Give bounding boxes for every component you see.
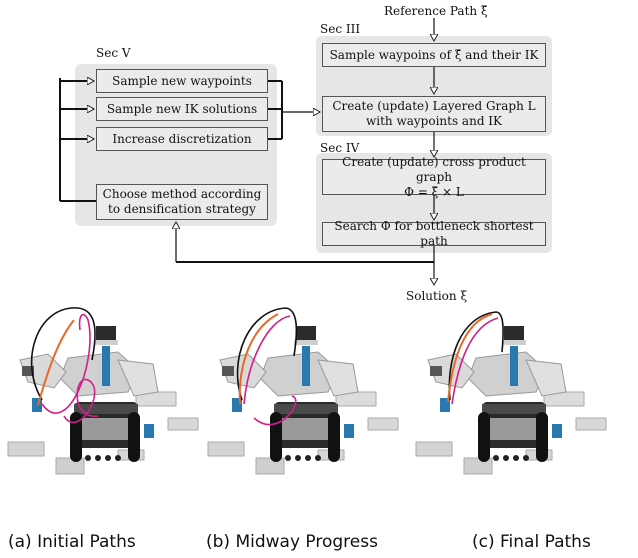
sec-iv-title: Sec IV	[320, 141, 360, 155]
sec-v-title: Sec V	[96, 46, 131, 60]
sample-waypoints-ik-box: Sample waypoins of ξ̄ and their IK	[322, 43, 546, 67]
increase-discretization-box: Increase discretization	[96, 127, 268, 151]
cross-product-box: Create (update) cross product graph Φ = …	[322, 155, 546, 199]
choose-method-line1: Choose method according	[102, 187, 262, 201]
solution-label: Solution ξ	[406, 289, 468, 303]
sample-ik-box: Sample new IK solutions	[96, 97, 268, 121]
layered-graph-box: Create (update) Layered Graph L with way…	[322, 96, 546, 132]
robot-c	[415, 311, 607, 475]
caption-a: (a) Initial Paths	[8, 532, 136, 552]
robot-a	[7, 307, 199, 475]
choose-method-box: Choose method according to densification…	[96, 184, 268, 220]
cross-product-line1: Create (update) cross product graph	[342, 154, 526, 184]
robot-b	[207, 307, 399, 475]
caption-c: (c) Final Paths	[472, 532, 591, 552]
search-bottleneck-box: Search Φ for bottleneck shortest path	[322, 219, 546, 248]
reference-path-label: Reference Path ξ̄	[384, 4, 488, 18]
layered-graph-line2: with waypoints and IK	[365, 114, 503, 128]
caption-b: (b) Midway Progress	[206, 532, 378, 552]
cross-product-line2: Φ = ξ̄ × L	[404, 184, 464, 199]
choose-method-line2: to densification strategy	[108, 202, 256, 216]
connectors	[59, 18, 638, 300]
layered-graph-line1: Create (update) Layered Graph L	[332, 99, 536, 113]
sample-waypoints-box: Sample new waypoints	[96, 69, 268, 93]
sec-iii-title: Sec III	[320, 22, 361, 36]
